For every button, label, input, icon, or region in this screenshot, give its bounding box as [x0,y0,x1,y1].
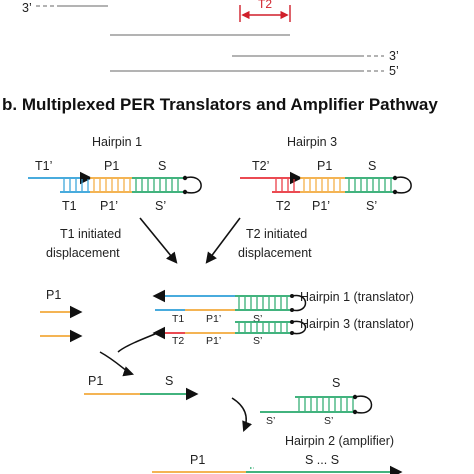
hp2-loop-dot-top [352,394,358,400]
hp3-loop [394,176,412,194]
p1-to-extended-arrow [99,351,134,377]
hairpin-1-sp: S’ [155,199,166,213]
hairpin-1-t1: T1 [62,199,77,213]
t1-displacement-line2: displacement [46,246,120,260]
tr2-loop-dot-bot [290,331,294,335]
final-s-repeat-label: S ... S [305,453,339,467]
hairpin-3-translator-label: Hairpin 3 (translator) [300,317,414,331]
t1-displacement-line1: T1 initiated [60,227,121,241]
hairpin-3-p1p: P1’ [312,199,330,213]
free-p1-label: P1 [46,288,61,302]
top-end-right-5: 5’ [389,64,399,78]
hp1-loop-dot-bot [182,189,188,195]
hairpin-3-t2: T2 [276,199,291,213]
t2-displacement-line1: T2 initiated [246,227,307,241]
tr1-t1-label: T1 [172,313,184,325]
hairpin-2: S S’ S’ Hairpin 2 (amplifier) [260,376,394,448]
hairpin-1-t1p: T1’ [35,159,52,173]
top-end-left: 3’ [22,1,32,15]
hp1-loop [184,176,202,194]
tr2-t2-label: T2 [172,335,184,347]
to-amplifier-arrow [231,397,252,432]
top-panel: 3’ T2 3’ 5’ [22,0,399,78]
tr2-p1p-label: P1’ [206,335,221,347]
hp2-base-ticks [298,398,354,411]
hairpin-1-p1: P1 [104,159,119,173]
ext-s-label: S [165,374,173,388]
top-t2-label: T2 [258,0,272,11]
translator-release-curve [117,331,161,353]
final-p1-label: P1 [190,453,205,467]
hairpin-3-t2p: T2’ [252,159,269,173]
hp2-loop-dot-bot [352,409,358,415]
hairpin-3-sp: S’ [366,199,377,213]
hairpin-3: Hairpin 3 T2’ P1 S T2 P1’ S’ [240,135,412,213]
hairpin-2-amplifier-label: Hairpin 2 (amplifier) [285,434,394,448]
hp3-loop-dot-bot [392,189,398,195]
final-product: P1 S ... S [152,453,403,474]
tr2-loop-dot-top [290,320,294,324]
hp2-s-label: S [332,376,340,390]
tr1-sp-label: S’ [253,313,262,325]
translator-row-2: Hairpin 3 (translator) T2 P1’ S’ [152,294,414,347]
extended-p1-s: P1 S [84,374,199,401]
hairpin-1-s: S [158,159,166,173]
tr2-sp-label: S’ [253,335,262,347]
hp3-base-ticks [275,179,392,191]
tr1-loop [291,294,307,312]
t2-displacement-arrow [205,217,241,264]
tr1-p1p-label: P1’ [206,313,221,325]
hairpin-3-p1: P1 [317,159,332,173]
hp3-loop-dot-top [392,175,398,181]
ext-p1-label: P1 [88,374,103,388]
tr2-loop [291,320,307,335]
hairpin-3-name: Hairpin 3 [287,135,337,149]
hp1-base-ticks [63,179,179,191]
hairpin-1-translator-label: Hairpin 1 (translator) [300,290,414,304]
hairpin-1-p1p: P1’ [100,199,118,213]
translator-row-1: Hairpin 1 (translator) T1 P1’ S’ [152,289,414,325]
hairpin-1: Hairpin 1 T1’ P1 S T1 P1’ S’ [28,135,202,213]
hairpin-3-s: S [368,159,376,173]
tr1-loop-dot-bot [290,308,294,312]
hp2-loop [354,395,373,414]
hp2-sp-label-1: S’ [266,415,275,427]
section-b-title: b. Multiplexed PER Translators and Ampli… [2,95,438,114]
t1-displacement-arrow [139,217,178,264]
hairpin-1-name: Hairpin 1 [92,135,142,149]
hp2-sp-label-2: S’ [324,415,333,427]
t2-displacement-line2: displacement [238,246,312,260]
hp1-loop-dot-top [182,175,188,181]
top-end-right-3: 3’ [389,49,399,63]
tr2-base-ticks [238,323,288,332]
tr1-base-ticks [238,297,288,309]
tr1-loop-dot-top [290,294,294,298]
